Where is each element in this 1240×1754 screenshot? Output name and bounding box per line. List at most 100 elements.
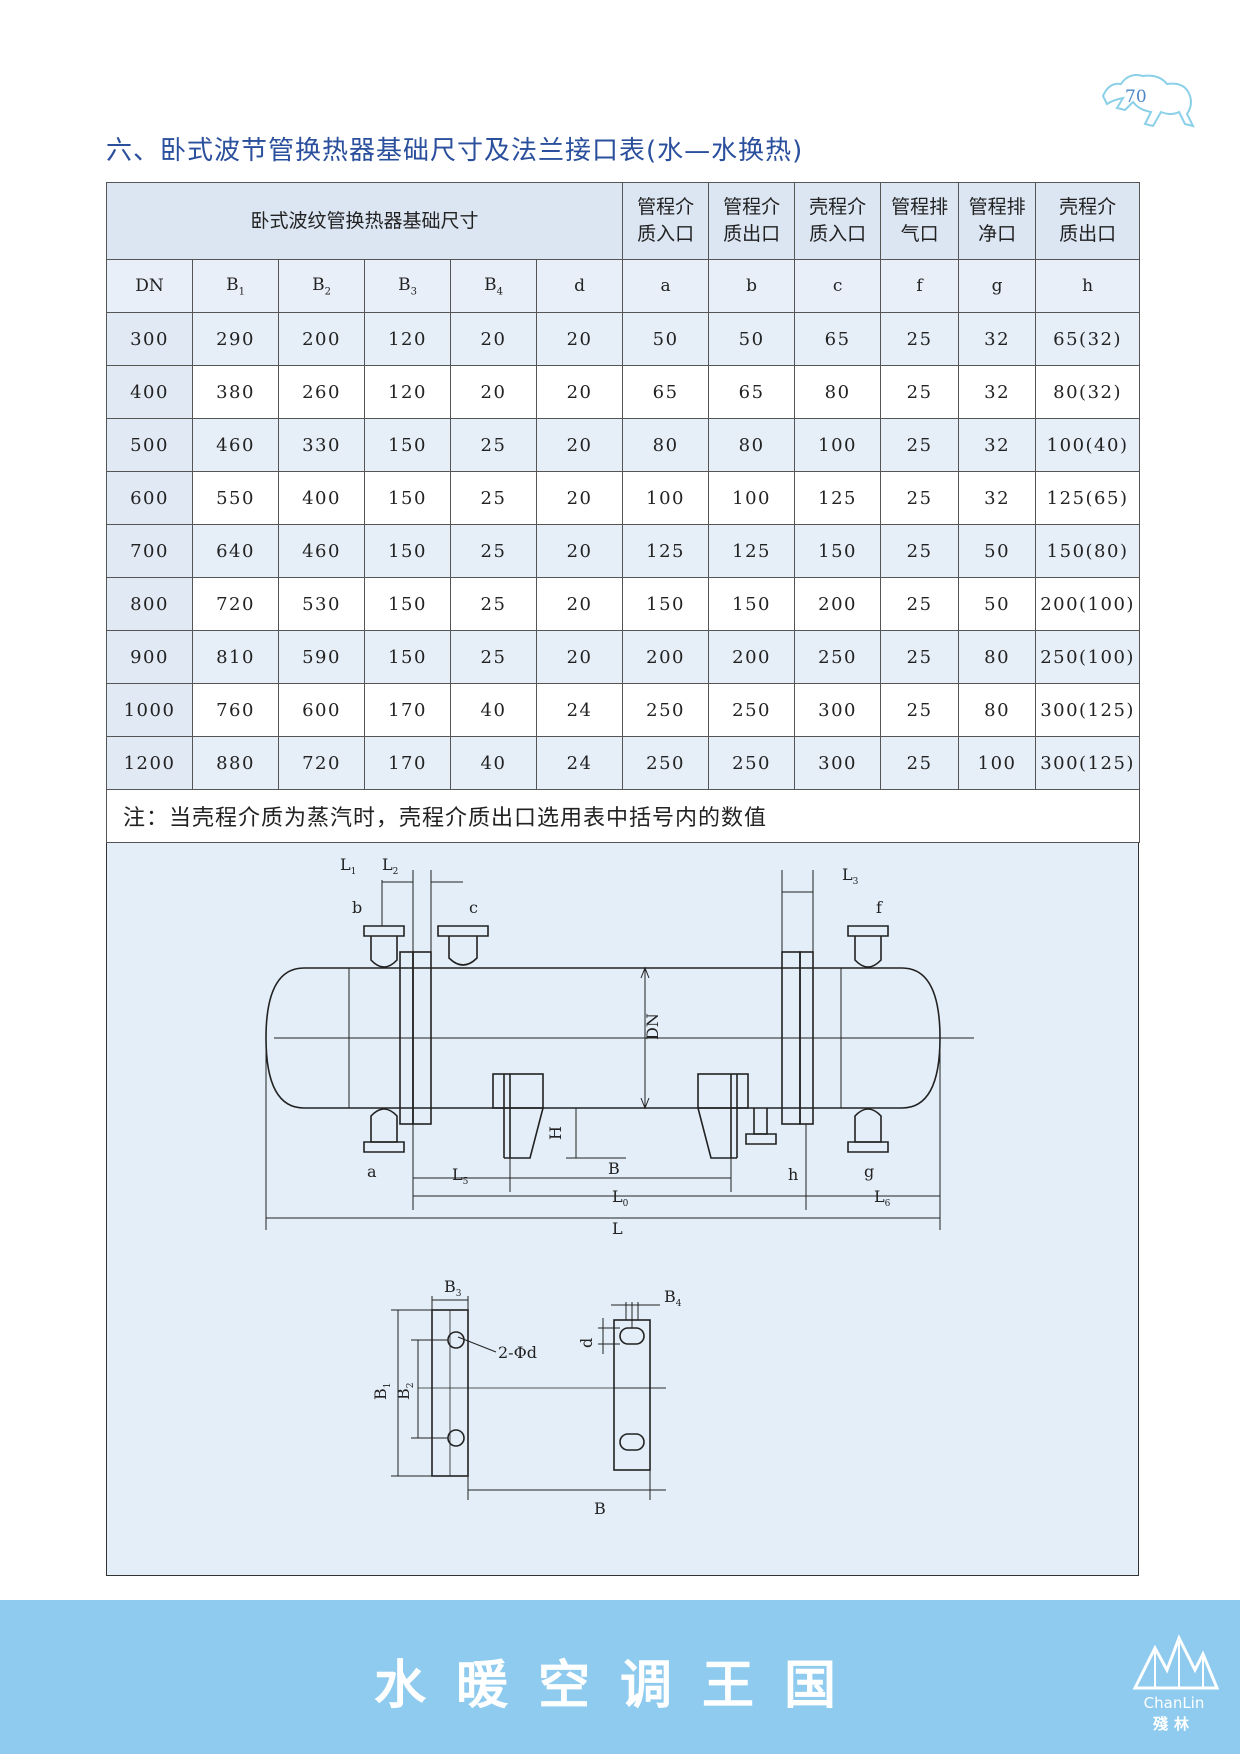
table-cell: 250 — [622, 736, 710, 790]
table-cell: 80 — [958, 683, 1037, 737]
table-cell: 25 — [880, 630, 960, 684]
table-cell: 250(100) — [1035, 630, 1141, 684]
table-cell: 150 — [364, 524, 451, 578]
table-cell: 530 — [278, 577, 365, 631]
table-cell: 25 — [450, 471, 537, 525]
table-cell: 32 — [958, 418, 1037, 472]
heat-exchanger-drawing: L1 L2 L3 b c f a g h DN H L5 B L0 L6 L 2… — [265, 855, 974, 1518]
label-b: b — [352, 898, 362, 917]
table-cell: 250 — [622, 683, 710, 737]
table-cell: 880 — [192, 736, 279, 790]
table-cell: 720 — [278, 736, 365, 790]
label-l3: L3 — [842, 865, 859, 887]
table-cell: 400 — [278, 471, 365, 525]
table-cell: 300(125) — [1035, 736, 1141, 790]
dn-cell: 700 — [106, 524, 193, 578]
table-cell: 170 — [364, 683, 451, 737]
dn-cell: 300 — [106, 312, 193, 366]
table-cell: 65 — [708, 365, 796, 419]
dn-cell: 500 — [106, 418, 193, 472]
table-cell: 20 — [450, 312, 537, 366]
table-cell: 25 — [880, 683, 960, 737]
table-cell: 125 — [708, 524, 796, 578]
table-cell: 250 — [794, 630, 882, 684]
table-cell: 100 — [622, 471, 710, 525]
column-header: d — [535, 259, 624, 313]
column-header: b — [708, 259, 796, 313]
table-cell: 25 — [880, 736, 960, 790]
label-l1: L1 — [340, 855, 356, 877]
table-cell: 150 — [364, 577, 451, 631]
table-cell: 125 — [794, 471, 882, 525]
table-cell: 120 — [364, 312, 451, 366]
table-cell: 20 — [535, 577, 624, 631]
dn-cell: 1000 — [106, 683, 193, 737]
port-header: 管程排净口 — [958, 182, 1037, 260]
label-b2: B2 — [394, 1383, 416, 1401]
label-b3: B3 — [444, 1277, 462, 1299]
label-d: d — [577, 1338, 596, 1348]
label-b-span: B — [608, 1159, 620, 1178]
table-cell: 250 — [708, 736, 796, 790]
table-cell: 20 — [535, 524, 624, 578]
table-cell: 25 — [880, 577, 960, 631]
table-cell: 100 — [958, 736, 1037, 790]
table-cell: 200 — [278, 312, 365, 366]
table-cell: 150 — [794, 524, 882, 578]
label-f: f — [876, 898, 883, 917]
table-cell: 720 — [192, 577, 279, 631]
table-cell: 100 — [794, 418, 882, 472]
table-cell: 20 — [450, 365, 537, 419]
dn-cell: 400 — [106, 365, 193, 419]
table-cell: 25 — [450, 418, 537, 472]
table-cell: 150 — [364, 418, 451, 472]
column-header: B3 — [364, 259, 451, 313]
table-cell: 80 — [958, 630, 1037, 684]
table-cell: 50 — [958, 577, 1037, 631]
table-note: 注：当壳程介质为蒸汽时，壳程介质出口选用表中括号内的数值 — [105, 789, 1141, 843]
table-cell: 590 — [278, 630, 365, 684]
table-cell: 260 — [278, 365, 365, 419]
label-l-total: L — [612, 1219, 623, 1238]
label-b4: B4 — [664, 1287, 682, 1309]
table-header-row: 卧式波纹管换热器基础尺寸 管程介质入口 管程介质出口 壳程介质入口 管程排气口 … — [105, 182, 1141, 260]
table-cell: 100(40) — [1035, 418, 1141, 472]
label-a: a — [367, 1162, 377, 1181]
table-cell: 25 — [880, 418, 960, 472]
table-cell: 20 — [535, 471, 624, 525]
table-cell: 380 — [192, 365, 279, 419]
table-cell: 40 — [450, 736, 537, 790]
label-h-height: H — [546, 1126, 565, 1140]
table-cell: 550 — [192, 471, 279, 525]
dn-cell: 1200 — [106, 736, 193, 790]
table-cell: 20 — [535, 312, 624, 366]
table-cell: 50 — [622, 312, 710, 366]
table-cell: 80 — [708, 418, 796, 472]
port-header: 管程介质入口 — [622, 182, 710, 260]
table-cell: 250 — [708, 683, 796, 737]
table-cell: 300 — [794, 683, 882, 737]
table-cell: 150 — [364, 630, 451, 684]
table-cell: 80(32) — [1035, 365, 1141, 419]
port-header: 壳程介质入口 — [794, 182, 882, 260]
dimension-table: 卧式波纹管换热器基础尺寸 管程介质入口 管程介质出口 壳程介质入口 管程排气口 … — [105, 182, 1141, 843]
table-cell: 20 — [535, 365, 624, 419]
table-cell: 150 — [622, 577, 710, 631]
page-title: 六、卧式波节管换热器基础尺寸及法兰接口表(水—水换热) — [106, 136, 804, 166]
label-c: c — [469, 898, 478, 917]
table-cell: 330 — [278, 418, 365, 472]
table-cell: 640 — [192, 524, 279, 578]
table-cell: 80 — [622, 418, 710, 472]
label-g: g — [864, 1162, 874, 1181]
table-cell: 25 — [880, 312, 960, 366]
table-cell: 300 — [794, 736, 882, 790]
table-cell: 25 — [450, 630, 537, 684]
footer-band — [0, 1600, 1240, 1754]
brand-name-en: ChanLin — [1143, 1694, 1205, 1712]
table-cell: 150 — [708, 577, 796, 631]
table-cell: 150(80) — [1035, 524, 1141, 578]
table-cell: 25 — [880, 471, 960, 525]
column-header: a — [622, 259, 710, 313]
